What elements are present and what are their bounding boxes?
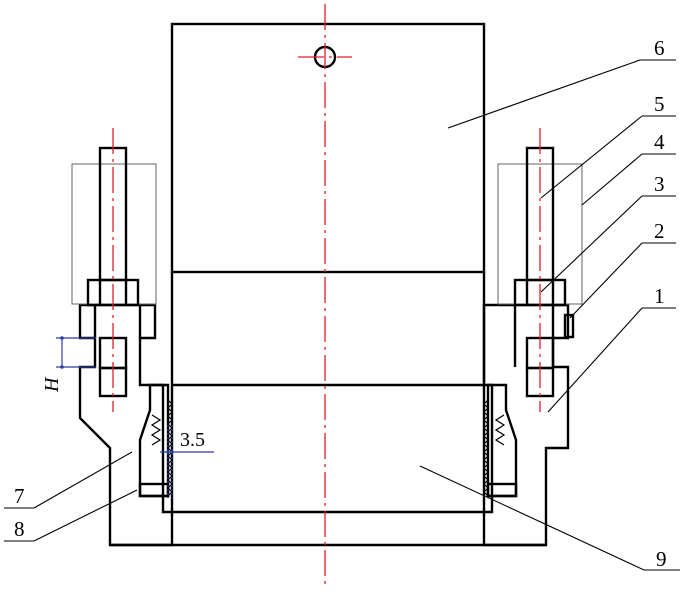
dimension-h: H (41, 336, 96, 393)
callout-7-label: 7 (14, 484, 25, 508)
callout-9-label: 9 (656, 547, 667, 571)
callout-7: 7 (4, 451, 133, 509)
callout-3: 3 (540, 172, 676, 293)
part-9-sleeve (170, 272, 486, 514)
callout-8-label: 8 (14, 517, 25, 541)
callout-4: 4 (581, 130, 676, 206)
part-6-cylinder (170, 22, 486, 274)
callout-5-label: 5 (654, 92, 665, 116)
callout-1: 1 (547, 284, 676, 413)
part-4-bracket-left (71, 163, 157, 305)
part-8-seal-right (486, 482, 518, 498)
callout-2-label: 2 (654, 219, 665, 243)
callout-6: 6 (447, 36, 676, 129)
part-1-housing-right (482, 303, 570, 547)
callout-2: 2 (569, 219, 676, 319)
dimension-gap-label: 3.5 (180, 429, 205, 451)
dimension-gap: 3.5 (160, 425, 214, 498)
callout-9: 9 (419, 465, 680, 571)
callout-6-label: 6 (654, 36, 665, 60)
part-7-wedge-right (483, 383, 518, 498)
part-2-plate (563, 313, 575, 339)
callout-3-label: 3 (654, 172, 665, 196)
callout-8: 8 (4, 489, 138, 542)
callout-5: 5 (540, 92, 676, 199)
callout-4-label: 4 (654, 130, 665, 154)
part-7-wedge-left (138, 383, 173, 498)
dimension-h-label: H (41, 376, 63, 393)
callout-1-label: 1 (654, 284, 665, 308)
